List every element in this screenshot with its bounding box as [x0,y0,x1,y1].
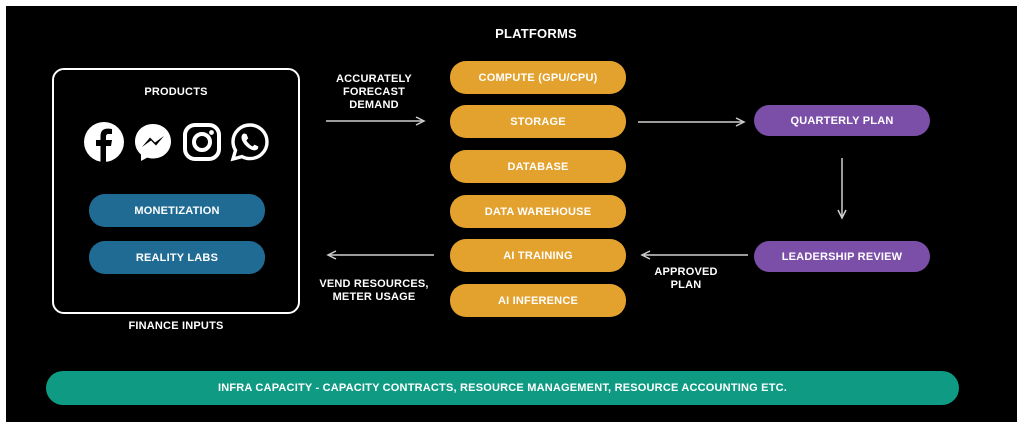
to-quarterly-arrow [638,117,746,127]
platform-compute-label: COMPUTE (GPU/CPU) [478,71,598,84]
vend-arrow [326,250,434,260]
vend-line-1: VEND RESOURCES, [319,278,429,290]
reality-labs-pill: REALITY LABS [89,241,265,274]
platform-data-warehouse: DATA WAREHOUSE [450,195,626,228]
approved-line-2: PLAN [670,279,702,291]
forecast-line-1: ACCURATELY [336,73,412,85]
platforms-title: PLATFORMS [495,26,577,41]
leadership-review-pill: LEADERSHIP REVIEW [754,241,930,272]
forecast-line-3: DEMAND [349,99,399,111]
approved-line-1: APPROVED [654,266,718,278]
products-heading: PRODUCTS [144,86,208,98]
to-leadership-arrow [837,158,847,220]
platform-storage: STORAGE [450,105,626,138]
monetization-label: MONETIZATION [134,204,220,217]
approved-plan-arrow [640,250,748,260]
platform-ai-inference-label: AI INFERENCE [497,294,579,307]
platform-data-warehouse-label: DATA WAREHOUSE [484,205,592,218]
platform-ai-inference: AI INFERENCE [450,284,626,317]
approved-plan-label: APPROVED PLAN [646,266,726,292]
platform-database: DATABASE [450,150,626,183]
platform-ai-training: AI TRAINING [450,239,626,272]
leadership-review-label: LEADERSHIP REVIEW [781,250,903,263]
instagram-icon [183,123,221,161]
quarterly-plan-label: QUARTERLY PLAN [790,114,894,127]
messenger-icon [135,124,171,161]
platform-compute: COMPUTE (GPU/CPU) [450,61,626,94]
forecast-label: ACCURATELY FORECAST DEMAND [324,73,424,112]
reality-labs-label: REALITY LABS [135,251,219,264]
platform-ai-training-label: AI TRAINING [503,249,573,262]
finance-inputs-label: FINANCE INPUTS [128,320,224,332]
forecast-arrow [326,116,426,126]
diagram-canvas: PLATFORMS PRODUCTS MONETIZATION REALITY … [6,6,1017,422]
facebook-icon [84,122,124,162]
quarterly-plan-pill: QUARTERLY PLAN [754,105,930,136]
products-box [52,68,300,314]
infra-capacity-bar: INFRA CAPACITY - CAPACITY CONTRACTS, RES… [46,371,959,405]
vend-label: VEND RESOURCES, METER USAGE [314,278,434,304]
infra-capacity-label: INFRA CAPACITY - CAPACITY CONTRACTS, RES… [217,382,788,394]
platform-storage-label: STORAGE [510,115,566,128]
monetization-pill: MONETIZATION [89,194,265,227]
whatsapp-icon [230,123,269,162]
forecast-line-2: FORECAST [342,86,406,98]
platform-database-label: DATABASE [507,160,569,173]
vend-line-2: METER USAGE [332,291,416,303]
